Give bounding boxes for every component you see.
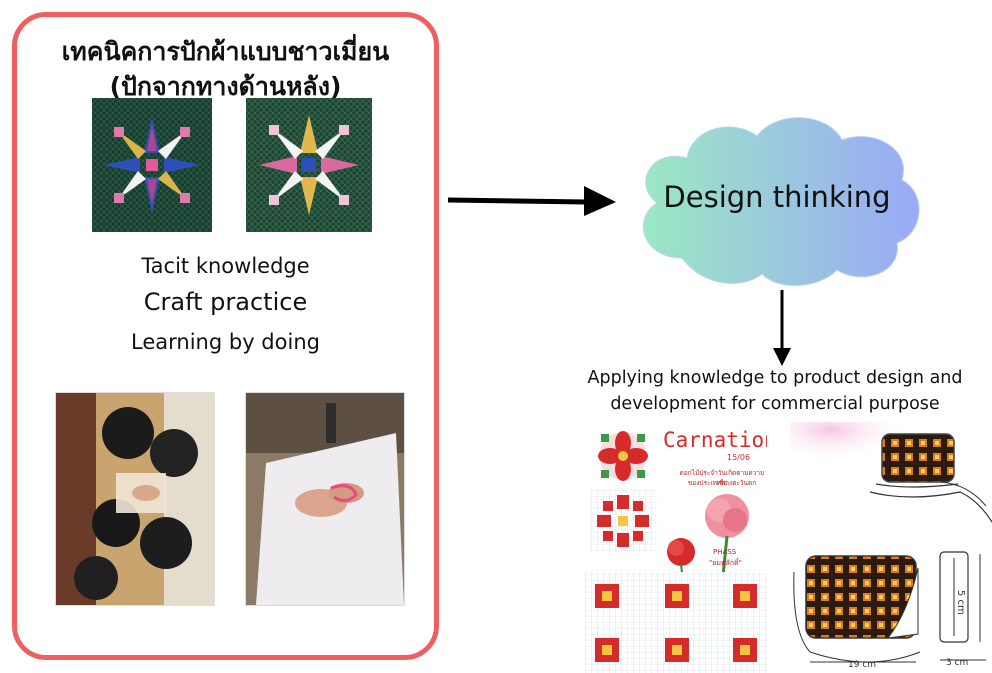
carnation-design-sheet: Carnation 15/06 ดอกไม้ประจำวันเกิดตามควา… [585,424,767,673]
carnation-title: Carnation [663,428,767,452]
apply-text-line1: Applying knowledge to product design and [587,368,963,388]
apply-text-line2: development for commercial purpose [610,394,940,414]
bag-product-sketch: 5 cm 19 cm 3 cm [790,422,992,673]
panel-title-line1: เทคนิคการปักผ้าแบบชาวเมี่ยน [61,37,390,66]
carnation-maker-name: "ยมหลักดิ์" [709,559,742,567]
bag-dim-height: 5 cm [955,590,966,615]
arrow-right-icon [446,180,618,224]
bag-dim-width: 19 cm [848,660,877,670]
carnation-maker-label: PHASS [713,548,737,556]
carnation-thai-line1: ดอกไม้ประจำวันเกิดตามความเชื่อ [679,469,765,487]
concept-learning-by-doing: Learning by doing [131,330,320,354]
design-thinking-cloud [622,108,927,292]
concept-craft-practice: Craft practice [143,288,308,316]
carnation-thai-line2: ของประเทศทางตะวันตก [687,479,757,487]
arrow-down-icon [770,290,794,374]
cloud-label: Design thinking [663,180,891,214]
embroidery-sample-dark [92,98,212,232]
panel-title-line2: (ปักจากทางด้านหลัง) [109,72,342,101]
bag-dim-depth: 3 cm [946,658,969,668]
concept-tacit-knowledge: Tacit knowledge [141,254,310,278]
embroidery-sample-light [246,98,372,232]
workshop-photo-group [55,392,215,606]
carnation-code: 15/06 [727,453,751,462]
workshop-photo-hands [245,392,405,606]
